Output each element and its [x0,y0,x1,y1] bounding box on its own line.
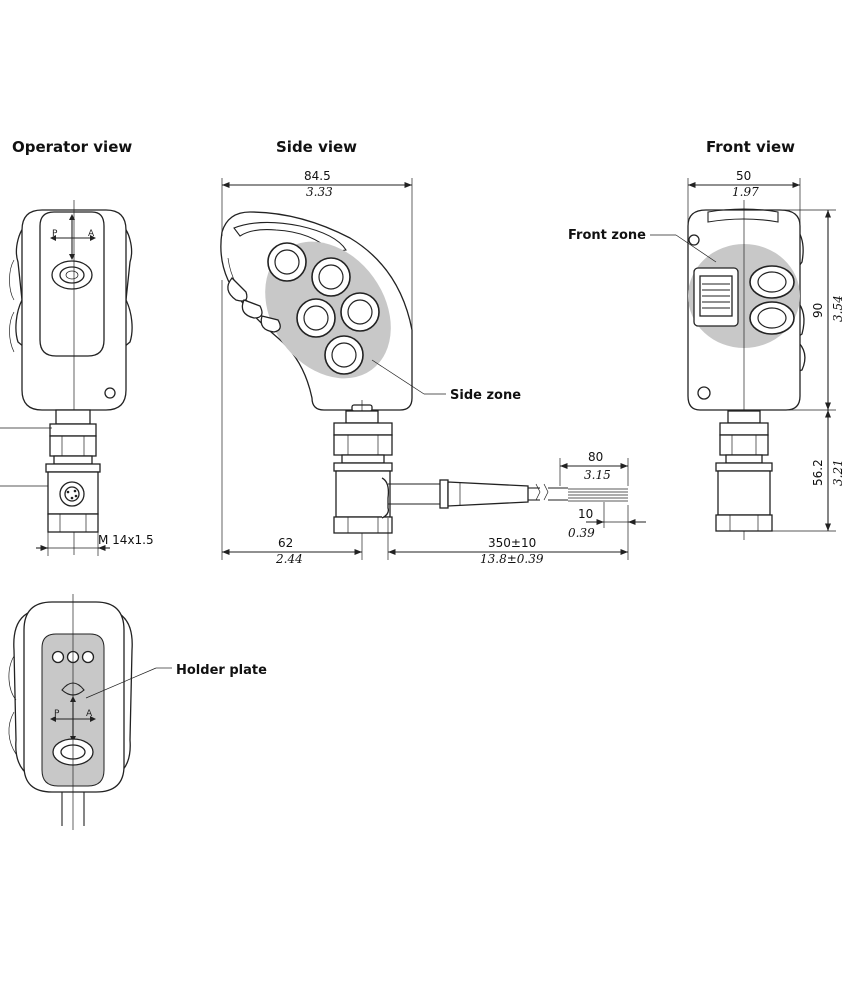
dim-side-base-in: 2.44 [275,552,303,566]
front-view-title: Front view [706,138,795,156]
side-buttons [267,242,380,375]
holder-plate-label: Holder plate [176,663,267,678]
front-zone-label: Front zone [568,228,646,243]
dim-wire-mm: 10 [578,507,593,521]
holder-plate-view: P A [8,594,133,830]
dim-strip-in: 3.15 [584,468,611,482]
front-zone-callout: Front zone [568,228,717,263]
dim-cable-len-in: 13.8±0.39 [480,552,544,566]
dim-front-width-in: 1.97 [732,185,759,199]
side-zone-label: Side zone [450,388,521,403]
dim-wire-in: 0.39 [568,526,595,540]
front-dimensions: 50 1.97 90 3.54 56.2 3.21 [687,169,845,532]
svg-text:A: A [86,709,93,719]
dim-side-width-mm: 84.5 [304,169,331,183]
holder-plate-callout: Holder plate [85,663,267,699]
dim-height-mm: 90 [811,303,825,318]
dim-cable-len-mm: 350±10 [488,536,536,550]
front-view [687,200,806,540]
thread-dimension: M 14x1.5 [36,532,154,556]
dim-front-width-mm: 50 [736,169,751,183]
svg-text:A: A [88,229,95,239]
dim-shaft-mm: 56.2 [811,459,825,486]
dim-side-width-in: 3.33 [306,185,333,199]
side-dimensions: 84.5 3.33 62 2.44 350±10 13.8±0.39 80 3.… [221,169,646,566]
operator-view: P A [0,200,133,555]
operator-view-title: Operator view [12,138,132,156]
svg-text:P: P [52,229,58,239]
dim-shaft-in: 3.21 [831,459,845,486]
side-view [220,211,628,560]
svg-text:P: P [54,709,60,719]
side-view-title: Side view [276,138,357,156]
dim-side-base-mm: 62 [278,536,293,550]
dim-strip-mm: 80 [588,450,603,464]
side-zone-callout: Side zone [371,359,521,403]
thread-label: M 14x1.5 [98,533,154,547]
dim-height-in: 3.54 [831,295,845,322]
